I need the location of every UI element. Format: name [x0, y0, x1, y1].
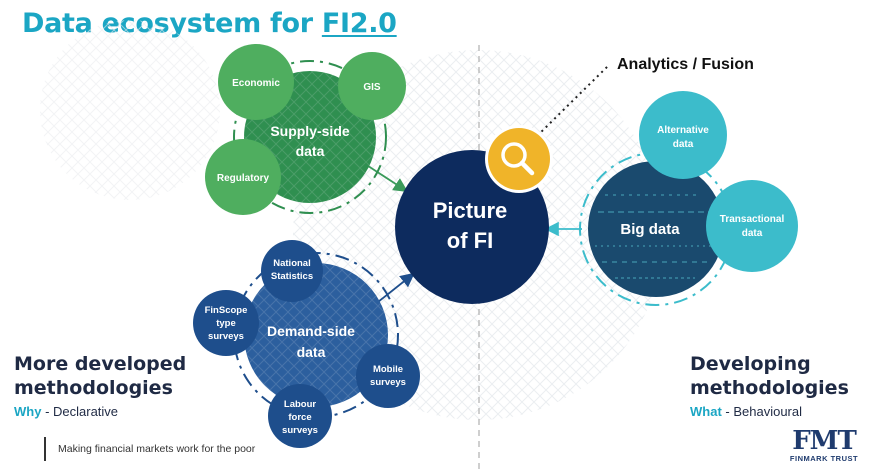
- labour-force-label-1: Labour: [284, 399, 316, 410]
- bigdata-hub: [588, 161, 724, 297]
- transactional-data-label-1: Transactional: [720, 214, 785, 225]
- bigdata-hub-texture: [595, 194, 715, 279]
- left-subtitle-key: Why: [14, 404, 42, 419]
- supply-orbit: [233, 60, 387, 214]
- alternative-data-label-1: Alternative: [657, 125, 709, 136]
- right-heading-line-1: Developing: [690, 353, 811, 375]
- magnifier-icon: [501, 142, 535, 176]
- national-statistics-label-1: National: [273, 258, 310, 269]
- arrow-demand-to-center: [377, 272, 415, 303]
- gis-label: GIS: [363, 82, 381, 93]
- supply-hub-label-2: data: [296, 143, 325, 159]
- mobile-surveys-label-2: surveys: [370, 377, 406, 388]
- picture-of-fi-label-2: of FI: [447, 228, 493, 253]
- analytics-label: Analytics / Fusion: [617, 56, 754, 73]
- supply-hub-label-1: Supply-side: [270, 123, 350, 139]
- title-highlight: FI2.0: [321, 8, 397, 39]
- gis-node: [338, 52, 406, 120]
- demand-hub-label-2: data: [297, 344, 326, 360]
- alternative-data-label-2: data: [673, 139, 694, 150]
- right-heading-line-2: methodologies: [690, 377, 849, 399]
- economic-node: [218, 44, 294, 120]
- finscope-node: [193, 290, 259, 356]
- left-heading-line-2: methodologies: [14, 377, 173, 399]
- labour-force-label-3: surveys: [282, 425, 318, 436]
- mobile-surveys-node: [356, 344, 420, 408]
- national-statistics-label-2: Statistics: [271, 271, 313, 282]
- right-subtitle: What - Behavioural: [690, 404, 802, 419]
- left-heading: More developed methodologies: [14, 352, 186, 400]
- logo-subtitle: FINMARK TRUST: [789, 454, 859, 463]
- footer-tagline: Making financial markets work for the po…: [44, 437, 255, 461]
- labour-force-label-2: force: [288, 412, 311, 423]
- logo-mark: FMT: [792, 426, 857, 456]
- finscope-label-1: FinScope: [205, 305, 248, 316]
- national-statistics-node: [261, 240, 323, 302]
- mobile-surveys-label-1: Mobile: [373, 364, 403, 375]
- left-subtitle: Why - Declarative: [14, 404, 118, 419]
- right-subtitle-key: What: [690, 404, 722, 419]
- demand-hub-label-1: Demand-side: [267, 323, 355, 339]
- picture-of-fi-label-1: Picture: [433, 198, 508, 223]
- background-pattern-left: [40, 20, 220, 200]
- bigdata-hub-label: Big data: [620, 221, 680, 238]
- transactional-data-label-2: data: [742, 228, 763, 239]
- right-heading: Developing methodologies: [690, 352, 849, 400]
- regulatory-label: Regulatory: [217, 173, 270, 184]
- finscope-label-2: type: [216, 318, 236, 329]
- labour-force-node: [268, 384, 332, 448]
- finscope-label-3: surveys: [208, 331, 244, 342]
- alternative-data-node: [639, 91, 727, 179]
- regulatory-node: [205, 139, 281, 215]
- left-subtitle-rest: - Declarative: [41, 404, 119, 419]
- right-subtitle-rest: - Behavioural: [721, 404, 802, 419]
- arrow-supply-to-center: [361, 161, 409, 192]
- transactional-data-node: [706, 180, 798, 272]
- left-heading-line-1: More developed: [14, 353, 187, 375]
- magnifier-badge: [488, 128, 550, 190]
- finmark-trust-logo: FMT FINMARK TRUST: [787, 428, 861, 464]
- economic-label: Economic: [232, 78, 280, 89]
